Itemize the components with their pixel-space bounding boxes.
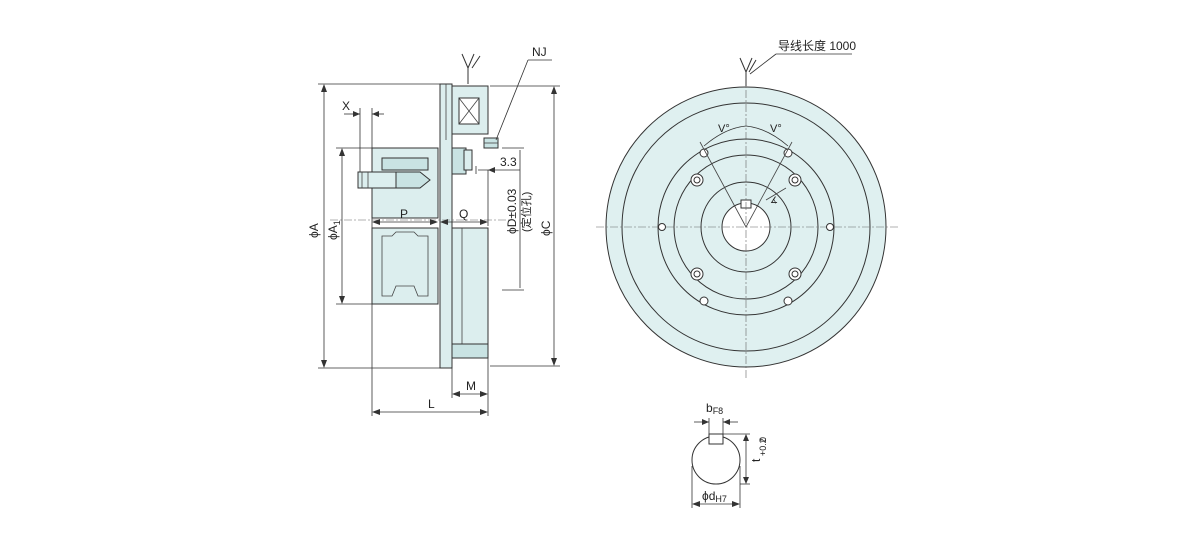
lead-wire-side — [461, 53, 481, 84]
locating-pin — [463, 149, 473, 171]
armature-inner-upper — [381, 157, 429, 171]
label-x: X — [342, 99, 350, 113]
label-m: M — [466, 379, 476, 393]
label-t-tol: +0.2 — [758, 438, 768, 456]
label-lead-length: 导线长度 1000 — [778, 38, 856, 53]
svg-text:∡: ∡ — [770, 195, 778, 205]
label-phi-d: ϕD±0.03 — [505, 188, 519, 234]
lead-wire-front — [739, 57, 757, 86]
label-p: P — [400, 207, 408, 221]
label-v-right: V° — [770, 123, 782, 135]
label-b: bF8 — [706, 401, 723, 416]
label-l: L — [428, 397, 435, 411]
label-nj: NJ — [532, 45, 547, 59]
label-phi-a1: ϕA1 — [326, 220, 342, 240]
label-phi-c: ϕC — [539, 220, 553, 236]
armature-lower — [371, 227, 439, 305]
set-screw — [395, 171, 431, 189]
label-t-tol-low: 0 — [758, 437, 768, 442]
label-t: t — [749, 458, 763, 462]
label-positioning-hole: (定位孔) — [519, 192, 533, 232]
rotor-body — [451, 227, 489, 359]
keyway-detail: bF8 t +0.2 0 ϕdH7 — [691, 401, 768, 508]
label-v-left: V° — [718, 123, 730, 135]
label-3-3: 3.3 — [500, 155, 517, 169]
armature-lower-groove — [381, 231, 429, 297]
label-q: Q — [459, 207, 468, 221]
label-phi-a: ϕA — [307, 223, 321, 238]
label-phi-dh: ϕdH7 — [702, 489, 727, 504]
side-view: ϕA ϕA1 X P Q 3.3 NJ — [307, 45, 560, 416]
stator-lower-lip — [451, 343, 489, 359]
front-view: V° V° ∡ 导线长度 1000 — [596, 38, 898, 378]
